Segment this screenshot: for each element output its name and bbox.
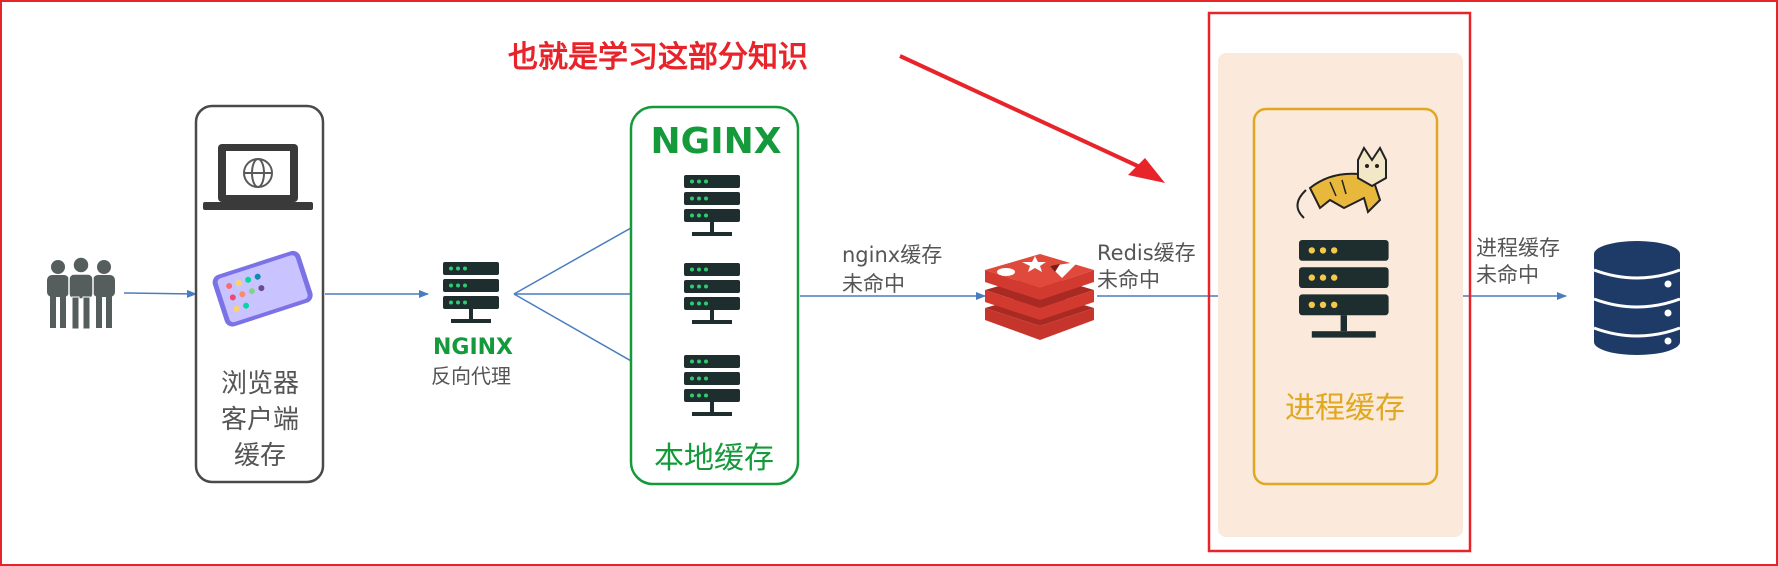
laptop-globe-icon: [203, 144, 313, 210]
edge-label-redis-2: 未命中: [1097, 268, 1160, 292]
reverse-proxy-node: NGINX 反向代理: [431, 262, 513, 388]
database-icon: [1594, 241, 1680, 355]
edge-label-process-1: 进程缓存: [1476, 236, 1560, 260]
server-icon: [443, 262, 499, 323]
reverse-proxy-label: 反向代理: [431, 364, 511, 388]
edge-label-nginx-1: nginx缓存: [842, 243, 942, 267]
local-cache-label: 本地缓存: [654, 441, 774, 476]
nginx-logo: NGINX: [433, 335, 513, 360]
browser-label-line-1: 浏览器: [221, 369, 299, 399]
edge-label-redis-1: Redis缓存: [1097, 241, 1196, 265]
browser-label-line-3: 缓存: [234, 441, 286, 471]
edge-label-process-2: 未命中: [1476, 263, 1539, 287]
redis-icon: [985, 254, 1094, 340]
users-icon: [47, 257, 115, 329]
edge-label-nginx-2: 未命中: [842, 272, 905, 296]
annotation-text: 也就是学习这部分知识: [508, 40, 808, 75]
local-cache-box: NGINX 本地缓存: [631, 107, 798, 484]
nginx-logo: NGINX: [651, 121, 782, 162]
process-cache-label: 进程缓存: [1285, 391, 1405, 426]
annotation-arrow: [900, 56, 1165, 183]
browser-label-line-2: 客户端: [221, 405, 299, 435]
browser-cache-box: 浏览器 客户端 缓存: [196, 106, 323, 482]
